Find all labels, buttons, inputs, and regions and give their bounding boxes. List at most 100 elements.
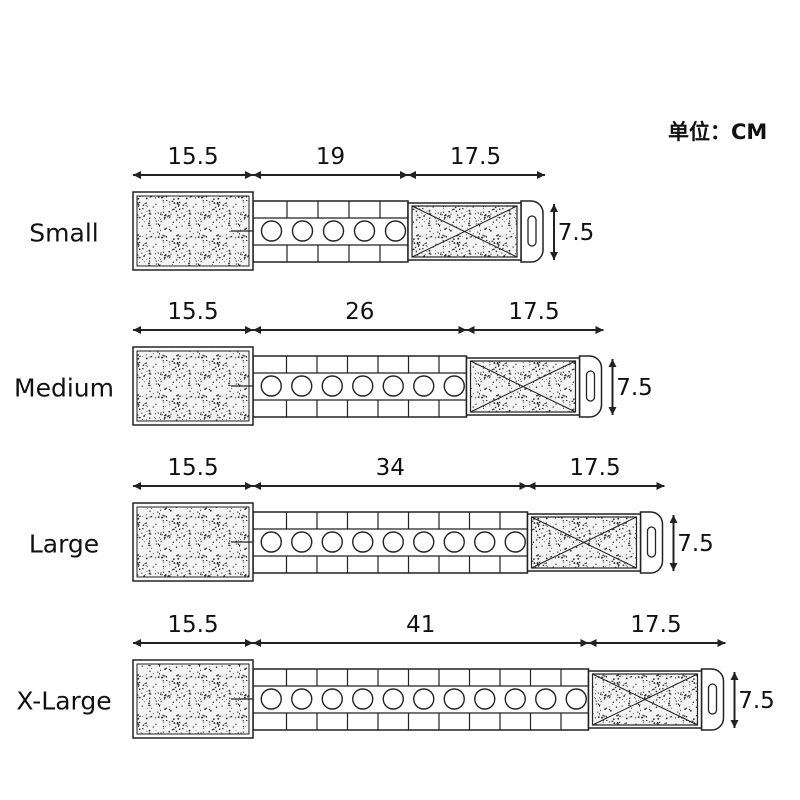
strap-length-label: 34 bbox=[375, 455, 405, 481]
pocket-cross bbox=[592, 673, 698, 726]
width-label: 7.5 bbox=[616, 375, 653, 401]
tab-slot bbox=[585, 370, 596, 402]
strap-hole bbox=[382, 375, 404, 397]
strap-small bbox=[132, 191, 544, 271]
pocket-cross bbox=[531, 516, 637, 569]
strap-hole bbox=[382, 688, 404, 710]
width-arrow bbox=[730, 672, 739, 728]
strap-hole bbox=[413, 375, 435, 397]
arrow-head-left bbox=[133, 326, 141, 334]
pocket-cross bbox=[411, 205, 518, 258]
size-label: X-Large bbox=[16, 686, 112, 716]
pocket-length-arrow bbox=[588, 639, 726, 647]
strap-hole bbox=[260, 688, 282, 710]
arrow-head-right bbox=[400, 171, 408, 179]
arrow-head-down bbox=[730, 720, 739, 728]
strap-hole bbox=[291, 688, 313, 710]
size-label: Medium bbox=[14, 373, 114, 403]
pocket-length-label: 17.5 bbox=[569, 455, 621, 481]
strap-hole bbox=[321, 688, 343, 710]
strap-hole bbox=[413, 531, 435, 553]
arrow-head-left bbox=[527, 482, 536, 490]
arrow-head-up bbox=[550, 204, 558, 212]
strap-hole bbox=[413, 688, 435, 710]
pocket-length-arrow bbox=[408, 171, 545, 179]
strap-hole bbox=[535, 688, 557, 710]
strap-hole bbox=[291, 531, 313, 553]
pad-length-label: 15.5 bbox=[167, 144, 219, 170]
pad-length-label: 15.5 bbox=[167, 612, 219, 638]
arrow-head-up bbox=[669, 515, 678, 523]
arrow-head-right bbox=[245, 171, 253, 179]
tab-slot bbox=[646, 526, 657, 558]
width-label: 7.5 bbox=[677, 531, 714, 557]
arrow-head-right bbox=[245, 639, 253, 647]
strap-length-arrow bbox=[253, 482, 528, 490]
width-label: 7.5 bbox=[738, 688, 775, 714]
pad-panel bbox=[136, 663, 250, 735]
tab-slot bbox=[707, 683, 718, 715]
width-arrow bbox=[550, 204, 558, 260]
arrow-head-left bbox=[133, 482, 141, 490]
pad-length-arrow bbox=[133, 171, 253, 179]
strap-hole bbox=[352, 531, 374, 553]
arrow-head-right bbox=[580, 639, 589, 647]
arrow-head-down bbox=[669, 563, 678, 571]
arrow-head-down bbox=[550, 252, 558, 260]
size-label: Large bbox=[28, 529, 100, 559]
arrow-head-right bbox=[537, 171, 545, 179]
strap-hole bbox=[321, 531, 343, 553]
strap-hole bbox=[352, 688, 374, 710]
strap-length-label: 19 bbox=[315, 144, 346, 170]
strap-hole bbox=[291, 220, 314, 242]
strap-hole bbox=[352, 375, 374, 397]
strap-hole bbox=[291, 375, 313, 397]
strap-hole bbox=[382, 531, 404, 553]
arrow-head-up bbox=[608, 359, 617, 367]
pocket-length-label: 17.5 bbox=[449, 144, 502, 170]
width-label: 7.5 bbox=[557, 220, 595, 246]
strap-hole bbox=[443, 531, 465, 553]
arrow-head-right bbox=[245, 326, 253, 334]
arrow-head-right bbox=[595, 326, 604, 334]
arrow-head-right bbox=[458, 326, 467, 334]
pad-panel bbox=[136, 195, 250, 267]
strap-hole bbox=[565, 688, 587, 710]
arrow-head-left bbox=[253, 639, 261, 647]
strap-hole bbox=[384, 220, 407, 242]
strap-hole bbox=[443, 688, 465, 710]
pad-panel bbox=[136, 506, 250, 578]
arrow-head-up bbox=[730, 672, 739, 680]
strap-hole bbox=[353, 220, 376, 242]
pocket-length-label: 17.5 bbox=[508, 299, 560, 325]
strap-hole bbox=[474, 531, 496, 553]
strap-hole bbox=[443, 375, 465, 397]
pad-length-arrow bbox=[133, 482, 253, 490]
strap-large bbox=[132, 502, 664, 582]
strap-length-label: 26 bbox=[345, 299, 375, 325]
strap-length-arrow bbox=[253, 326, 467, 334]
arrow-head-left bbox=[253, 482, 261, 490]
strap-medium bbox=[132, 346, 603, 426]
arrow-head-left bbox=[133, 171, 141, 179]
pad-length-label: 15.5 bbox=[167, 455, 219, 481]
arrow-head-right bbox=[656, 482, 665, 490]
arrow-head-right bbox=[717, 639, 726, 647]
strap-hole bbox=[260, 375, 282, 397]
pad-length-arrow bbox=[133, 326, 253, 334]
pocket-cross bbox=[470, 360, 576, 413]
strap-length-arrow bbox=[253, 171, 408, 179]
arrow-head-right bbox=[519, 482, 528, 490]
strap-hole bbox=[260, 220, 283, 242]
strap-length-label: 41 bbox=[406, 612, 436, 638]
arrow-head-right bbox=[245, 482, 253, 490]
pocket-length-arrow bbox=[466, 326, 604, 334]
arrow-head-left bbox=[466, 326, 475, 334]
pocket-length-label: 17.5 bbox=[630, 612, 682, 638]
strap-hole bbox=[474, 688, 496, 710]
arrow-head-left bbox=[588, 639, 597, 647]
size-label: Small bbox=[29, 218, 99, 248]
unit-label: 单位：CM bbox=[668, 120, 768, 144]
pad-length-arrow bbox=[133, 639, 253, 647]
